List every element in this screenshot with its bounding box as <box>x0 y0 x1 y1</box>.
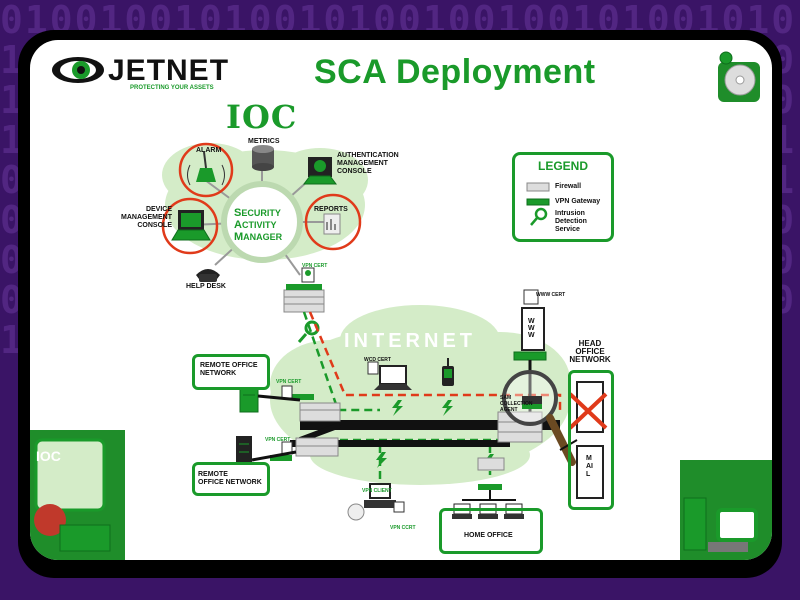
legend-ids-line1: Intrusion <box>555 210 587 218</box>
remote-office-2-label: REMOTE OFFICE NETWORK <box>198 471 262 487</box>
sam-collection-line3: AGENT <box>500 407 533 413</box>
remote-office-1-label: REMOTE OFFICE NETWORK <box>200 362 258 378</box>
head-office-line3: NETWORK <box>568 356 612 364</box>
corner-computer-icon <box>684 498 756 552</box>
mail-server-label: MAIL <box>586 455 594 479</box>
metrics-label: METRICS <box>248 138 280 146</box>
help-desk-label: HELP DESK <box>186 283 226 291</box>
auth-line1: AUTHENTICATION <box>337 152 399 160</box>
wcd-cert-label: WCD CERT <box>364 356 391 364</box>
sam-initial-m: M <box>234 231 243 243</box>
legend-vpn-label: VPN Gateway <box>555 198 600 206</box>
sam-initial-a: A <box>234 219 242 231</box>
auth-line3: CONSOLE <box>337 168 399 176</box>
device-line1: DEVICE <box>118 206 172 214</box>
legend: LEGEND Firewall VPN Gateway Intrusion De… <box>512 152 614 242</box>
remote-office-1-line1: REMOTE OFFICE <box>200 362 258 370</box>
sam-collection-label: SAM COLLECTION AGENT <box>500 395 533 413</box>
sam-rest-a: CTIVITY <box>242 220 277 230</box>
vpn-cert-icon-top <box>302 268 314 282</box>
device-line2: MANAGEMENT <box>118 214 172 222</box>
home-office-box <box>439 508 543 554</box>
device-line3: CONSOLE <box>118 222 172 230</box>
cd-icon <box>718 52 760 102</box>
www-server-label: WWW <box>528 318 538 339</box>
ioc-title: IOC <box>226 98 297 136</box>
alarm-label: ALARM <box>196 147 221 155</box>
vpn-cert-label-a: VPN CERT <box>276 378 301 386</box>
vpn-cert-label-b: VPN CERT <box>265 436 290 444</box>
legend-ids-line3: Service <box>555 226 587 234</box>
device-console-label: DEVICE MANAGEMENT CONSOLE <box>118 206 172 230</box>
metrics-database-icon <box>252 145 274 171</box>
vpn-client-label: VPN CLIENT <box>362 487 392 495</box>
reports-icon <box>324 214 340 234</box>
legend-firewall-label: Firewall <box>555 183 581 191</box>
legend-firewall-icon <box>527 183 549 191</box>
remote-office-2-line2: OFFICE NETWORK <box>198 479 262 487</box>
home-office-label: HOME OFFICE <box>464 532 513 540</box>
ioc-firewall-icon <box>284 284 324 312</box>
corner-ioc-label: IOC <box>36 448 61 464</box>
sam-rest-m: ANAGER <box>243 232 282 242</box>
legend-vpn-icon <box>527 199 549 205</box>
auth-console-label: AUTHENTICATION MANAGEMENT CONSOLE <box>337 152 399 176</box>
authentication-console-icon <box>304 157 336 184</box>
legend-ids-label: Intrusion Detection Service <box>555 210 587 234</box>
vpn-cert-label-top: VPN CERT <box>302 262 327 270</box>
head-office-label: HEAD OFFICE NETWORK <box>568 340 612 364</box>
internet-label: INTERNET <box>344 330 476 353</box>
phone-icon <box>196 269 220 282</box>
sam-label: SECURITY ACTIVITY MANAGER <box>234 207 282 243</box>
auth-line2: MANAGEMENT <box>337 160 399 168</box>
reports-label: REPORTS <box>314 206 348 214</box>
legend-ids-icon <box>531 209 546 225</box>
remote-office-1-line2: NETWORK <box>200 370 258 378</box>
www-cert-label: WWW CERT <box>536 291 565 299</box>
remote-office-2-line1: REMOTE <box>198 471 262 479</box>
legend-ids-line2: Detection <box>555 218 587 226</box>
vpn-ccrt-label: VPN CCRT <box>390 524 416 532</box>
head-office-box <box>568 370 614 510</box>
sam-rest-s: ECURITY <box>241 208 281 218</box>
